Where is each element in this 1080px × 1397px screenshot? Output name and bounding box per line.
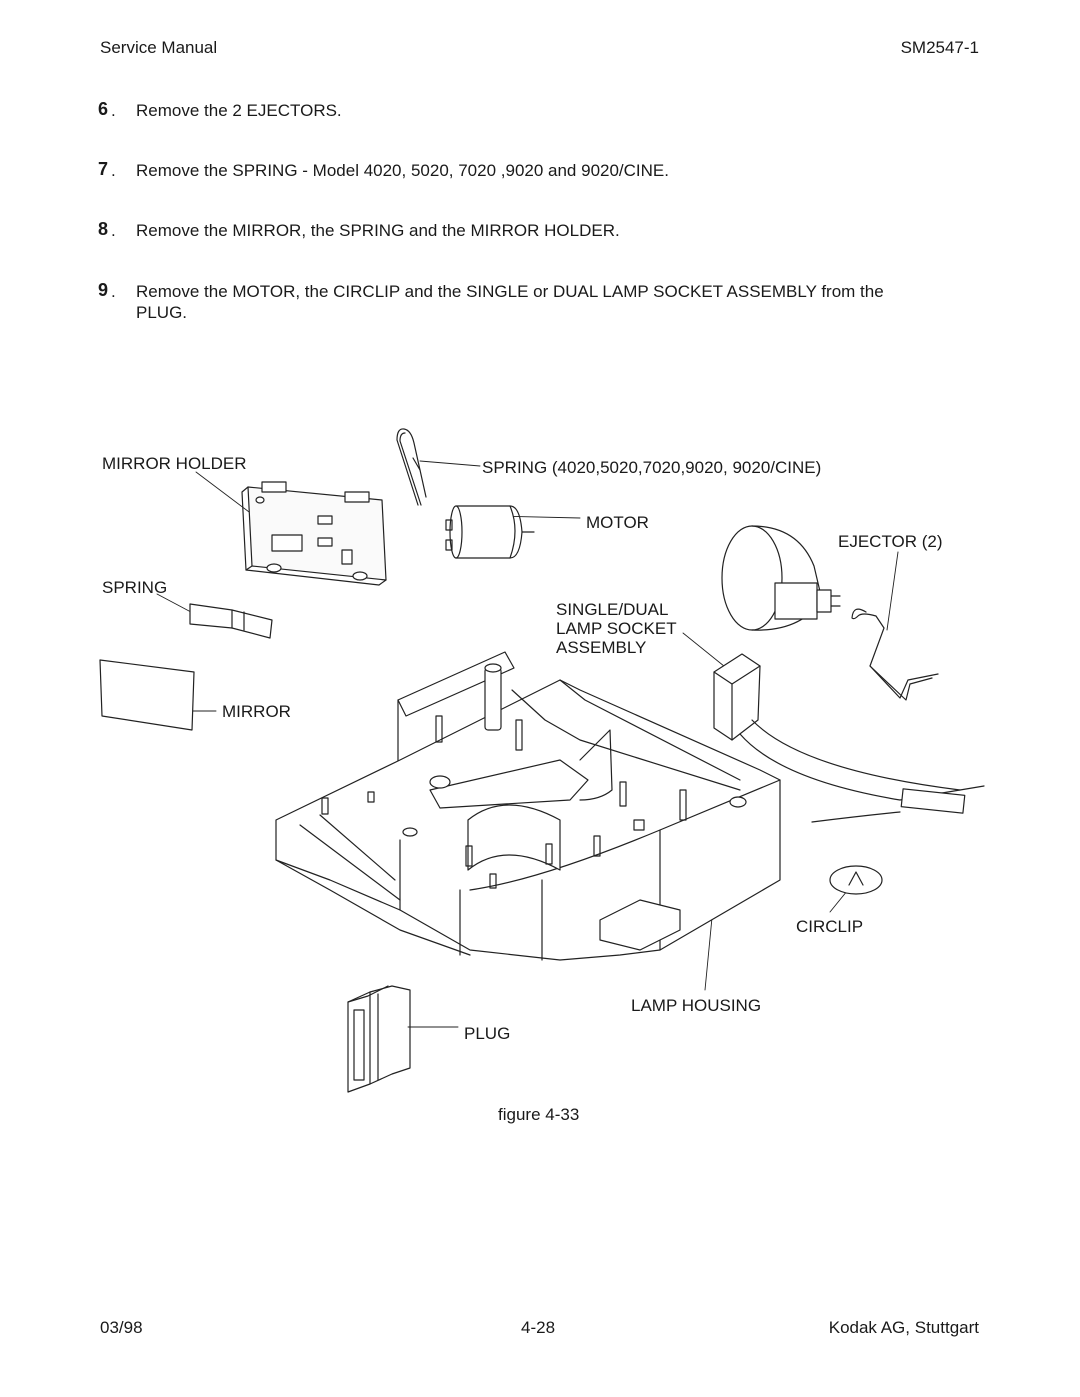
label-mirror-holder: MIRROR HOLDER [102, 454, 247, 473]
motor-part [445, 505, 535, 559]
label-lamp-socket-line1: SINGLE/DUAL [556, 600, 669, 619]
step-number: 8 [98, 219, 109, 239]
step-number: 7 [98, 159, 109, 179]
step-text-continued: PLUG. [136, 303, 188, 322]
step-number: 6 [98, 99, 109, 119]
label-spring: SPRING [102, 578, 168, 597]
circlip-part [829, 865, 883, 895]
label-circlip: CIRCLIP [796, 917, 864, 936]
lamp-part [721, 525, 841, 631]
lamp-housing-part [275, 651, 781, 961]
figure-caption: figure 4-33 [498, 1105, 580, 1124]
step-text: Remove the MIRROR, the SPRING and the MI… [136, 221, 620, 240]
label-ejector: EJECTOR (2) [838, 532, 943, 551]
step-text: Remove the 2 EJECTORS. [136, 101, 342, 120]
footer-company: Kodak AG, Stuttgart [828, 1318, 979, 1337]
ejector-part [851, 608, 939, 701]
plug-part [347, 985, 411, 1093]
mirror-part [99, 659, 195, 731]
label-motor: MOTOR [586, 513, 649, 532]
label-lamp-socket-line2: LAMP SOCKET [556, 619, 677, 638]
footer-page-number: 4-28 [521, 1318, 556, 1337]
mirror-holder-part [241, 481, 387, 586]
label-spring-models: SPRING (4020,5020,7020,9020, 9020/CINE) [482, 458, 822, 477]
step-number: 9 [98, 280, 109, 300]
lamp-socket-part [713, 653, 985, 823]
spring-clip-part [189, 603, 273, 639]
document-number: SM2547-1 [900, 38, 979, 57]
label-lamp-housing: LAMP HOUSING [631, 996, 762, 1015]
step-text: Remove the SPRING - Model 4020, 5020, 70… [136, 161, 669, 180]
label-plug: PLUG [464, 1024, 511, 1043]
step-text: Remove the MOTOR, the CIRCLIP and the SI… [136, 282, 884, 301]
header-title: Service Manual [100, 38, 218, 57]
footer-date: 03/98 [100, 1318, 143, 1337]
label-mirror: MIRROR [222, 702, 291, 721]
label-lamp-socket-line3: ASSEMBLY [556, 638, 647, 657]
spring-wire-part [396, 428, 427, 506]
